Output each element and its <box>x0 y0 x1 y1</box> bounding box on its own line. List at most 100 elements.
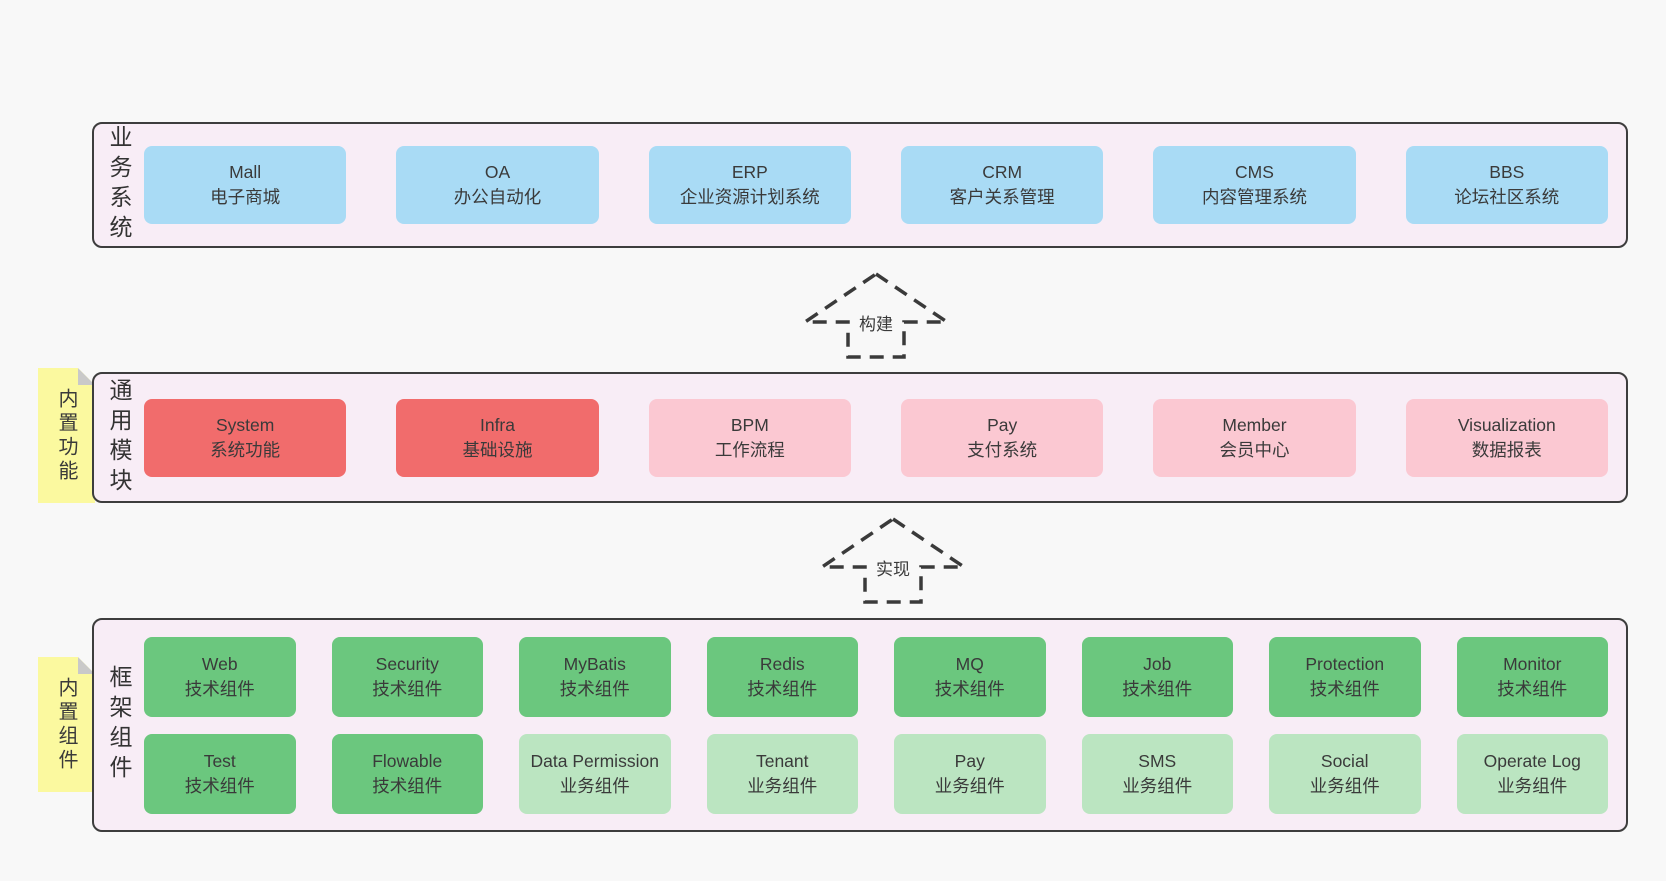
box-name: Tenant <box>755 750 809 771</box>
box-name: Web <box>201 653 238 674</box>
box-name: Mall <box>229 162 262 182</box>
box-mq: MQ 技术组件 <box>894 636 1046 717</box>
box-security: Security 技术组件 <box>331 636 483 717</box>
box-name: Redis <box>759 653 805 674</box>
box-name: Visualization <box>1457 414 1556 435</box>
box-name: Social <box>1320 750 1369 771</box>
box-name: MyBatis <box>563 653 626 674</box>
panel-framework-components: 框架组件 Web 技术组件 Security 技术组件 MyBatis 技术组件… <box>92 618 1628 832</box>
box-desc: 技术组件 <box>1309 678 1380 699</box>
box-desc: 业务组件 <box>1122 775 1193 796</box>
modules-boxes-row: System 系统功能 Infra 基础设施 BPM 工作流程 Pay 支付系统… <box>144 374 1626 501</box>
box-cms: CMS 内容管理系统 <box>1153 146 1356 224</box>
box-desc: 内容管理系统 <box>1201 187 1307 207</box>
box-member: Member 会员中心 <box>1153 398 1356 477</box>
box-name: BBS <box>1489 162 1525 182</box>
box-test: Test 技术组件 <box>144 733 296 814</box>
box-system: System 系统功能 <box>144 398 347 477</box>
framework-row-2: Test 技术组件 Flowable 技术组件 Data Permission … <box>144 733 1608 814</box>
box-desc: 系统功能 <box>210 439 281 460</box>
box-desc: 技术组件 <box>372 678 443 699</box>
box-name: System <box>215 414 275 435</box>
box-visualization: Visualization 数据报表 <box>1405 398 1608 477</box>
box-job: Job 技术组件 <box>1081 636 1233 717</box>
box-bbs: BBS 论坛社区系统 <box>1405 146 1608 224</box>
arrow-label: 构建 <box>856 310 896 335</box>
box-desc: 支付系统 <box>967 439 1038 460</box>
box-name: Test <box>203 750 236 771</box>
box-desc: 技术组件 <box>934 678 1005 699</box>
box-name: Protection <box>1305 653 1385 674</box>
box-name: CRM <box>982 162 1023 182</box>
panel-framework-label: 框架组件 <box>94 620 144 830</box>
box-desc: 业务组件 <box>1309 775 1380 796</box>
box-pay: Pay 支付系统 <box>900 398 1104 477</box>
box-mybatis: MyBatis 技术组件 <box>519 636 671 717</box>
box-desc: 企业资源计划系统 <box>679 187 820 207</box>
box-monitor: Monitor 技术组件 <box>1456 636 1608 717</box>
box-desc: 基础设施 <box>462 439 533 460</box>
box-name: Infra <box>479 414 515 435</box>
up-arrow-icon <box>818 516 968 604</box>
box-name: Security <box>375 653 439 674</box>
box-social: Social 业务组件 <box>1269 733 1421 814</box>
box-name: SMS <box>1138 750 1177 771</box>
box-name: MQ <box>955 653 984 674</box>
box-desc: 技术组件 <box>1497 678 1568 699</box>
box-flowable: Flowable 技术组件 <box>331 733 483 814</box>
box-redis: Redis 技术组件 <box>706 636 858 717</box>
box-mall: Mall 电子商城 <box>144 146 347 224</box>
box-web: Web 技术组件 <box>144 636 296 717</box>
box-desc: 业务组件 <box>747 775 818 796</box>
panel-common-modules: 通用模块 System 系统功能 Infra 基础设施 BPM 工作流程 Pay… <box>92 372 1628 503</box>
framework-row-1: Web 技术组件 Security 技术组件 MyBatis 技术组件 Redi… <box>144 636 1608 717</box>
box-desc: 办公自动化 <box>453 187 542 207</box>
box-pay-biz: Pay 业务组件 <box>894 733 1046 814</box>
box-desc: 技术组件 <box>747 678 818 699</box>
box-data-permission: Data Permission 业务组件 <box>519 733 671 814</box>
box-name: Member <box>1222 414 1287 435</box>
sticky-text: 内置组件 <box>55 676 77 773</box>
box-desc: 工作流程 <box>714 439 785 460</box>
box-name: BPM <box>730 414 769 435</box>
box-desc: 技术组件 <box>184 775 255 796</box>
box-name: ERP <box>731 162 768 182</box>
box-desc: 技术组件 <box>559 678 630 699</box>
panel-label-text: 业务系统 <box>106 125 132 245</box>
box-name: CMS <box>1235 162 1274 182</box>
arrow-implement: 实现 <box>818 515 968 605</box>
box-operate-log: Operate Log 业务组件 <box>1456 733 1608 814</box>
box-desc: 业务组件 <box>559 775 630 796</box>
up-arrow-icon <box>801 271 951 359</box>
box-infra: Infra 基础设施 <box>396 398 599 477</box>
box-name: Data Permission <box>530 750 659 771</box>
box-name: Pay <box>987 414 1018 435</box>
sticky-text: 内置功能 <box>55 387 77 484</box>
box-erp: ERP 企业资源计划系统 <box>648 146 851 224</box>
box-desc: 数据报表 <box>1471 439 1542 460</box>
box-name: Job <box>1143 653 1172 674</box>
box-oa: OA 办公自动化 <box>396 146 599 224</box>
box-desc: 技术组件 <box>372 775 443 796</box>
panel-label-text: 通用模块 <box>106 377 132 498</box>
panel-business-systems: 业务系统 Mall 电子商城 OA 办公自动化 ERP 企业资源计划系统 CRM… <box>92 122 1628 248</box>
box-desc: 技术组件 <box>184 678 255 699</box>
business-boxes-row: Mall 电子商城 OA 办公自动化 ERP 企业资源计划系统 CRM 客户关系… <box>144 124 1626 246</box>
arrow-build: 构建 <box>801 270 951 360</box>
framework-rows: Web 技术组件 Security 技术组件 MyBatis 技术组件 Redi… <box>144 620 1626 830</box>
box-protection: Protection 技术组件 <box>1269 636 1421 717</box>
box-desc: 论坛社区系统 <box>1454 187 1560 207</box>
sticky-note-builtin-features: 内置功能 <box>38 368 95 503</box>
box-desc: 业务组件 <box>934 775 1005 796</box>
box-desc: 业务组件 <box>1497 775 1568 796</box>
box-desc: 电子商城 <box>210 187 281 207</box>
box-name: Flowable <box>372 750 443 771</box>
box-crm: CRM 客户关系管理 <box>900 146 1104 224</box>
sticky-note-builtin-components: 内置组件 <box>38 657 95 792</box>
box-name: Monitor <box>1503 653 1562 674</box>
box-desc: 技术组件 <box>1122 678 1193 699</box>
arrow-label: 实现 <box>873 555 913 580</box>
box-name: Pay <box>954 750 985 771</box>
box-tenant: Tenant 业务组件 <box>706 733 858 814</box>
box-bpm: BPM 工作流程 <box>648 398 851 477</box>
